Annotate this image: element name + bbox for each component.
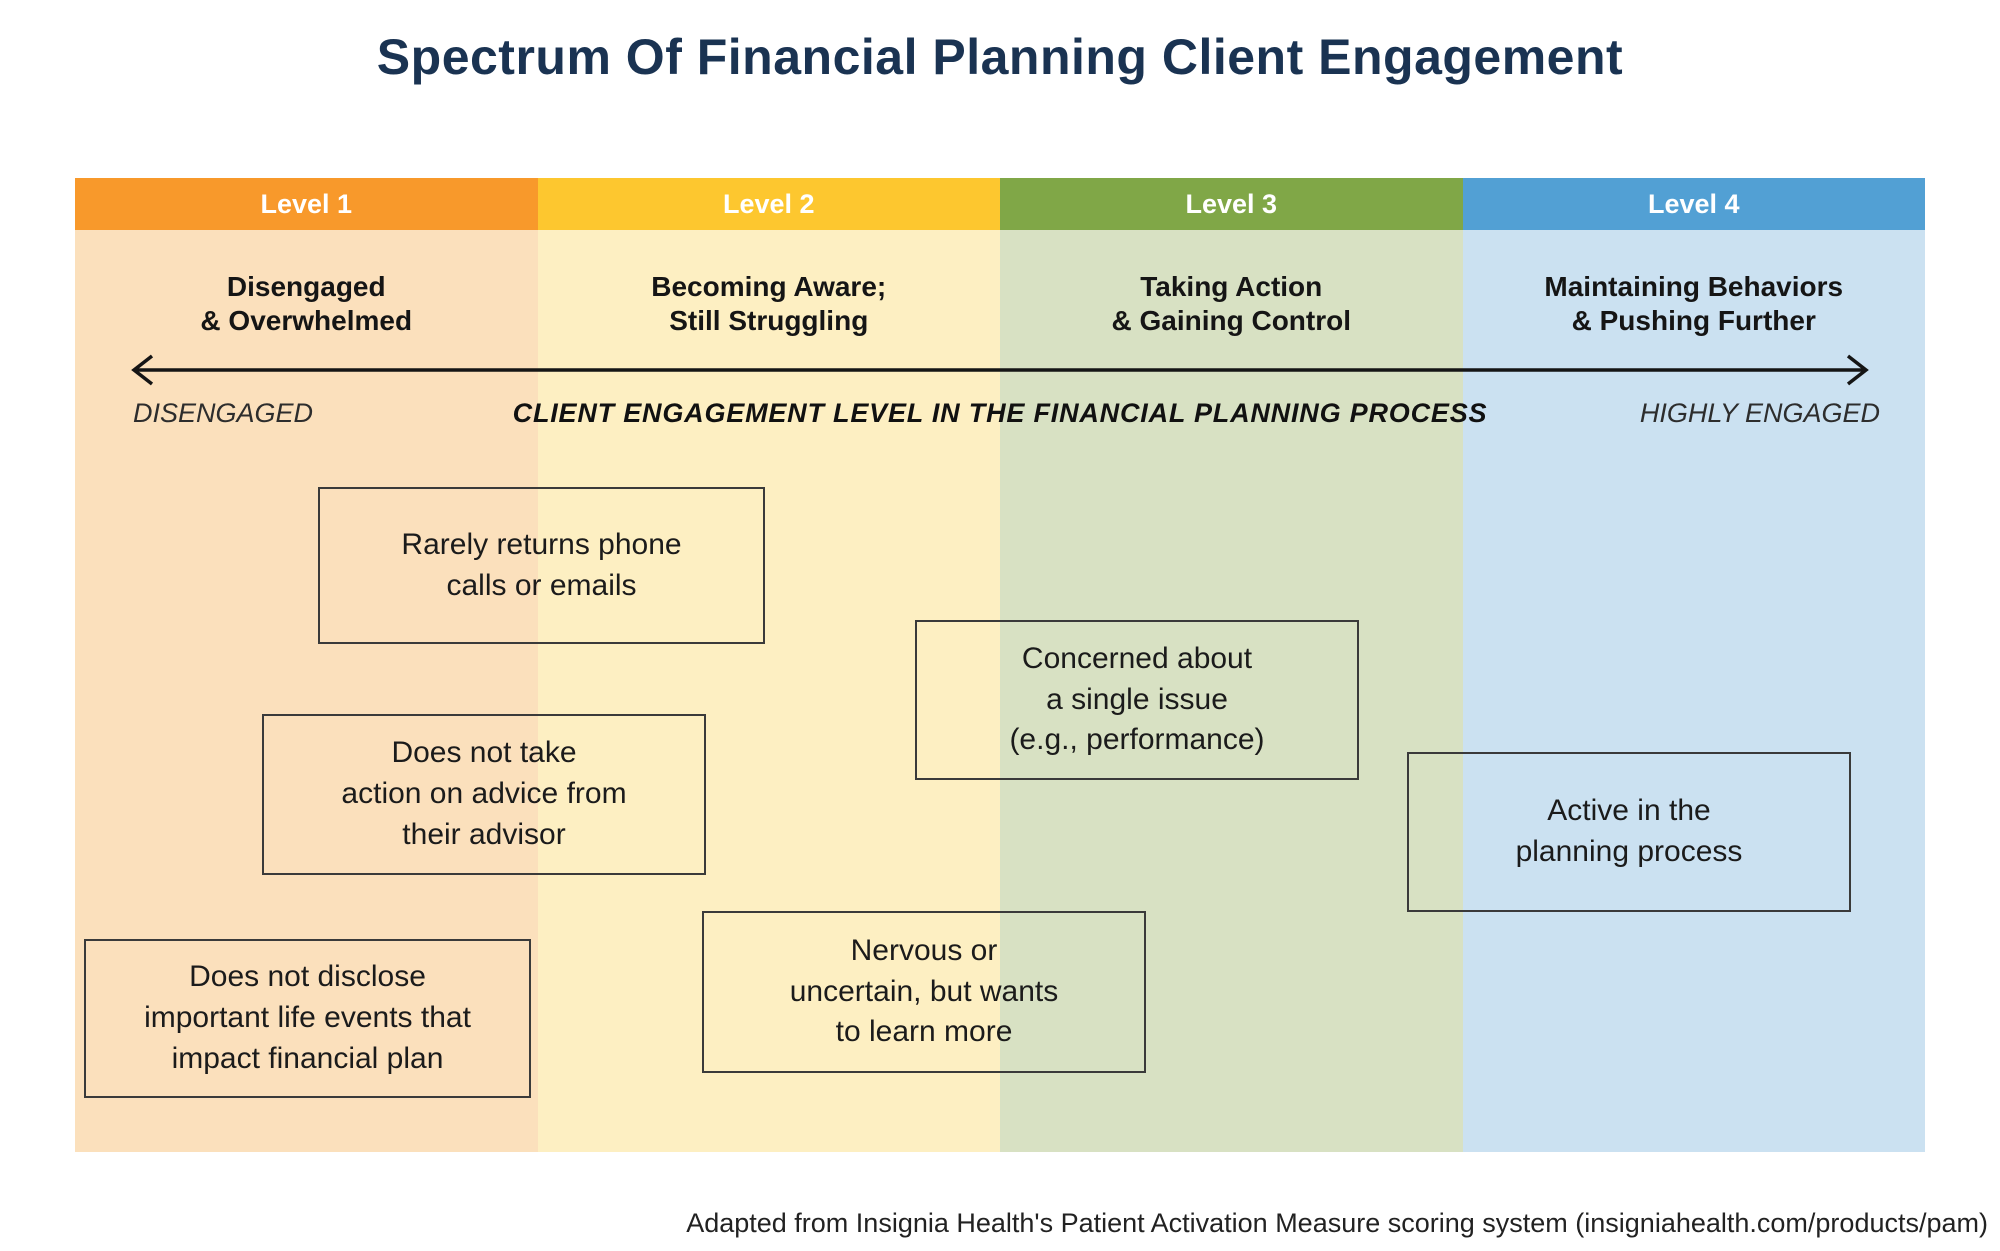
source-attribution: Adapted from Insignia Health's Patient A… [686,1208,1988,1238]
note-line: a single issue [1046,682,1228,716]
level-2-header: Level 2 [537,178,1000,230]
axis-label-center: CLIENT ENGAGEMENT LEVEL IN THE FINANCIAL… [512,398,1488,428]
level-4-subtitle: Maintaining Behaviors & Pushing Further [1463,270,1926,338]
note-box-rarely-returns: Rarely returns phone calls or emails [318,487,765,644]
note-box-nervous-uncertain: Nervous or uncertain, but wants to learn… [702,911,1146,1073]
engagement-spectrum-diagram: Level 1 Level 2 Level 3 Level 4 Disengag… [75,178,1925,1152]
note-line: Does not disclose [189,960,426,994]
level-1-header: Level 1 [75,178,538,230]
note-box-does-not-disclose: Does not disclose important life events … [84,939,531,1098]
subtitle-line: & Pushing Further [1571,305,1816,337]
note-line: important life events that [144,1001,471,1035]
subtitle-line: Maintaining Behaviors [1544,271,1844,302]
note-line: to learn more [835,1015,1013,1049]
note-line: planning process [1515,835,1743,868]
level-3-column: Taking Action & Gaining Control [1000,230,1463,1152]
note-box-active-in-planning: Active in the planning process [1407,752,1851,912]
subtitle-line: Disengaged [226,271,386,302]
subtitle-line: & Gaining Control [1111,305,1352,337]
note-line: action on advice from [341,777,627,811]
subtitle-line: & Overwhelmed [200,305,413,337]
note-line: Concerned about [1021,641,1253,675]
note-line: Rarely returns phone [401,527,682,561]
subtitle-line: Becoming Aware; [651,271,887,302]
note-line: (e.g., performance) [1009,723,1265,757]
axis-label-highly-engaged: HIGHLY ENGAGED [1639,398,1880,428]
note-box-concerned-single-issue: Concerned about a single issue (e.g., pe… [915,620,1359,780]
subtitle-line: Taking Action [1140,271,1323,302]
level-3-subtitle: Taking Action & Gaining Control [1000,270,1463,338]
double-arrow-icon [131,354,1869,386]
subtitle-line: Still Struggling [669,305,869,337]
level-2-subtitle: Becoming Aware; Still Struggling [538,270,1001,338]
axis-label-disengaged: DISENGAGED [133,398,314,428]
level-3-header: Level 3 [1000,178,1463,230]
level-2-column: Becoming Aware; Still Struggling [537,230,1001,1152]
note-line: their advisor [402,817,566,851]
note-line: Active in the [1547,794,1711,828]
note-line: impact financial plan [171,1041,444,1075]
page-title: Spectrum Of Financial Planning Client En… [376,29,1624,85]
level-column-row: Disengaged & Overwhelmed Becoming Aware;… [75,230,1925,1152]
note-line: Nervous or [850,933,998,967]
note-line: calls or emails [446,568,637,602]
note-box-no-action-on-advice: Does not take action on advice from thei… [262,714,706,875]
level-header-row: Level 1 Level 2 Level 3 Level 4 [75,178,1925,230]
note-line: Does not take [391,736,577,770]
note-line: uncertain, but wants [789,974,1059,1008]
level-1-subtitle: Disengaged & Overwhelmed [75,270,538,338]
level-4-header: Level 4 [1462,178,1925,230]
